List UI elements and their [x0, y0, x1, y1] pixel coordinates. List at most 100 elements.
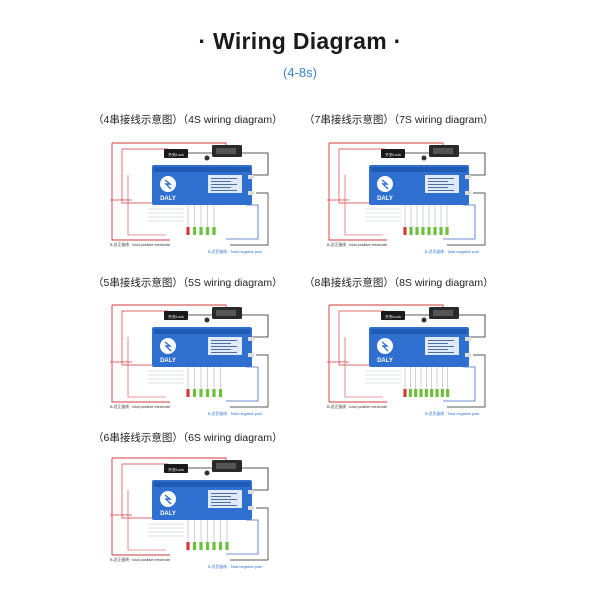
positive-label: B-总正极线 · total positive electrode — [110, 557, 170, 562]
battery-cell — [225, 542, 229, 550]
sticker-line — [211, 346, 237, 347]
battery-cell — [186, 389, 190, 397]
battery-cell — [199, 227, 203, 235]
caption-7s: （7串接线示意图）（7S wiring diagram） — [304, 114, 494, 126]
blue-wire — [226, 366, 259, 402]
sticker-line — [211, 178, 237, 179]
red-wire — [344, 337, 383, 398]
switch-label: 开关/Lock — [168, 467, 184, 472]
battery-cell — [446, 389, 450, 397]
page-title: · Wiring Diagram · — [198, 28, 402, 54]
port — [248, 506, 254, 510]
blue-wire — [443, 204, 476, 240]
bms-top-strip — [154, 167, 250, 172]
connector-plug — [421, 155, 427, 161]
port — [248, 490, 254, 494]
sticker-line — [211, 349, 231, 350]
lightning-icon — [164, 341, 172, 352]
lightning-icon — [381, 179, 389, 190]
port — [465, 353, 471, 357]
bms-top-strip — [154, 482, 250, 487]
negative-label: B-总负极线 · Total negative pole — [208, 564, 262, 569]
brand-label: DALY — [377, 196, 393, 202]
black-wire — [230, 507, 269, 561]
battery-cell — [192, 542, 197, 550]
display-screen — [433, 310, 453, 316]
lightning-icon — [381, 341, 389, 352]
disconnection-label: disconnection — [110, 360, 132, 364]
battery-cell — [199, 389, 203, 397]
connector-plug — [204, 155, 210, 161]
black-wire — [230, 192, 269, 246]
port — [465, 191, 471, 195]
port — [248, 337, 254, 341]
battery-cell — [421, 227, 425, 235]
red-wire — [121, 148, 168, 204]
sticker-line — [211, 499, 237, 500]
disconnection-label: disconnection — [110, 513, 132, 517]
battery-cell — [403, 389, 407, 397]
red-wire — [111, 458, 170, 556]
switch-box — [381, 311, 405, 320]
sticker-line — [211, 505, 237, 506]
port — [248, 191, 254, 195]
lightning-icon — [164, 494, 172, 505]
switch-label: 开关/Lock — [168, 152, 184, 157]
sticker-line — [428, 352, 454, 353]
battery-cell — [445, 227, 449, 235]
lightning-icon — [164, 179, 172, 190]
display-screen — [433, 148, 453, 154]
red-wire — [344, 175, 383, 236]
red-wire — [121, 310, 168, 366]
black-wire — [230, 354, 269, 408]
connector-plug — [204, 470, 210, 476]
sticker-line — [428, 343, 448, 344]
battery-cell — [186, 227, 190, 235]
battery-cell — [199, 542, 203, 550]
brand-label: DALY — [160, 511, 176, 517]
negative-label: B-总负极线 · Total negative pole — [425, 249, 479, 254]
positive-label: B-总正极线 · total positive electrode — [110, 404, 170, 409]
battery-cell — [186, 542, 190, 550]
connector-plug — [204, 317, 210, 323]
sticker-line — [211, 181, 231, 182]
battery-cell — [440, 389, 444, 397]
sticker-line — [211, 340, 237, 341]
blue-wire — [443, 366, 476, 402]
bms-top-strip — [154, 329, 250, 334]
sticker-line — [211, 352, 237, 353]
red-wire — [127, 490, 166, 551]
port — [248, 353, 254, 357]
sticker-line — [428, 346, 454, 347]
battery-cell — [212, 542, 216, 550]
battery-cell — [192, 227, 197, 235]
sticker-line — [428, 181, 448, 182]
red-wire — [338, 148, 385, 204]
sticker-line — [211, 343, 231, 344]
brand-label: DALY — [160, 358, 176, 364]
battery-cell — [414, 389, 418, 397]
red-wire — [127, 175, 166, 236]
bms-top-strip — [371, 329, 467, 334]
battery-cell — [192, 389, 197, 397]
battery-cell — [419, 389, 423, 397]
negative-label: B-总负极线 · Total negative pole — [425, 411, 479, 416]
battery-cell — [212, 389, 216, 397]
battery-cell — [205, 389, 210, 397]
brand-label: DALY — [160, 196, 176, 202]
connector-plug — [421, 317, 427, 323]
display-screen — [216, 463, 236, 469]
blue-wire — [226, 519, 259, 555]
switch-label: 开关/Lock — [385, 314, 401, 319]
red-wire — [121, 463, 168, 519]
caption-4s: （4串接线示意图）（4S wiring diagram） — [93, 114, 283, 126]
brand-label: DALY — [377, 358, 393, 364]
bms-top-strip — [371, 167, 467, 172]
sticker-line — [428, 349, 448, 350]
sticker-line — [428, 187, 448, 188]
sticker-line — [428, 184, 454, 185]
